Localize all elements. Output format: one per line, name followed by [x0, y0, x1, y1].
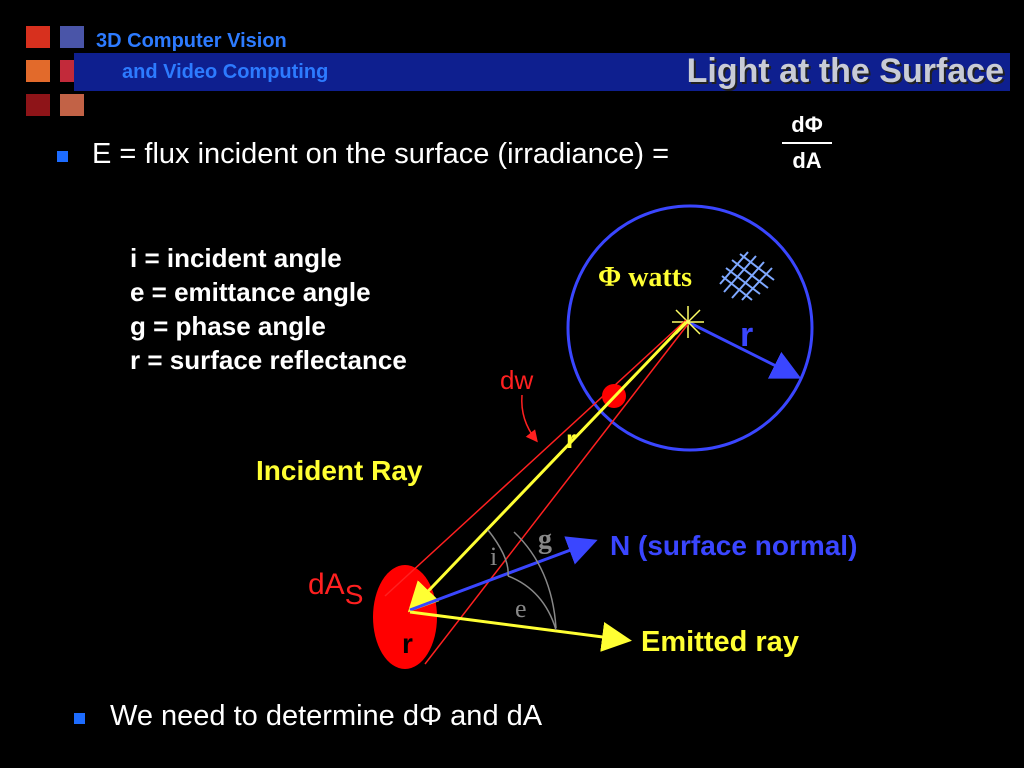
fraction-numerator: dΦ — [791, 112, 823, 137]
phase-angle-label: g — [538, 524, 552, 555]
legend-emittance-angle: e = emittance angle — [130, 277, 371, 307]
course-title-line1: 3D Computer Vision — [96, 30, 287, 52]
angle-arc-i — [487, 529, 509, 577]
legend-phase-angle: g = phase angle — [130, 311, 326, 341]
conclusion-text: We need to determine dΦ and dA — [110, 700, 543, 732]
solid-angle-label: dw — [500, 365, 534, 395]
dw-pointer — [521, 394, 538, 443]
radius-arrow — [687, 320, 802, 379]
angle-arc-g — [513, 531, 557, 629]
legend-reflectance: r = surface reflectance — [130, 343, 407, 377]
angle-legend: i = incident angle e = emittance angle g… — [130, 241, 407, 377]
cone-line-upper — [384, 319, 687, 597]
irradiance-fraction: dΦ dA — [782, 112, 832, 174]
logo-square-5 — [26, 94, 50, 116]
slide-title: Light at the Surface — [686, 52, 1004, 90]
irradiance-definition: E = flux incident on the surface (irradi… — [92, 138, 670, 170]
logo-square-2 — [60, 26, 84, 48]
reflectance-label: r — [402, 628, 413, 659]
bullet-marker-2 — [74, 713, 85, 724]
hatched-patch-icon — [719, 251, 775, 301]
rho-symbol: r — [130, 345, 141, 375]
title-bar — [74, 53, 1010, 91]
phi-watts-label: Φ watts — [598, 262, 692, 293]
course-title-line2: and Video Computing — [122, 61, 329, 83]
cone-line-lower — [424, 323, 689, 665]
source-sphere — [566, 204, 814, 452]
incident-angle-label: i — [490, 542, 498, 571]
emittance-angle-label: e — [515, 594, 527, 623]
emitted-ray — [409, 610, 632, 652]
fraction-denominator: dA — [792, 148, 822, 173]
emitted-ray-label: Emitted ray — [641, 626, 799, 658]
radius-label: r — [740, 316, 754, 354]
incident-ray-label: Incident Ray — [256, 455, 423, 486]
rho-definition: = surface reflectance — [147, 345, 407, 375]
logo-square-1 — [26, 26, 50, 48]
surface-normal-label: N (surface normal) — [610, 530, 858, 561]
surface-area-subscript: S — [344, 579, 364, 610]
fraction-bar — [782, 142, 832, 144]
surface-area-label: dAS — [308, 568, 363, 610]
surface-normal-arrow — [409, 536, 598, 612]
logo-square-6 — [60, 94, 84, 116]
surface-area-text: dA — [308, 568, 345, 601]
logo-square-3 — [26, 60, 50, 82]
bullet-marker-1 — [57, 151, 68, 162]
ray-distance-label: r — [566, 424, 577, 454]
incident-ray — [407, 320, 688, 613]
legend-incident-angle: i = incident angle — [130, 243, 342, 273]
angle-arc-e — [507, 575, 557, 631]
